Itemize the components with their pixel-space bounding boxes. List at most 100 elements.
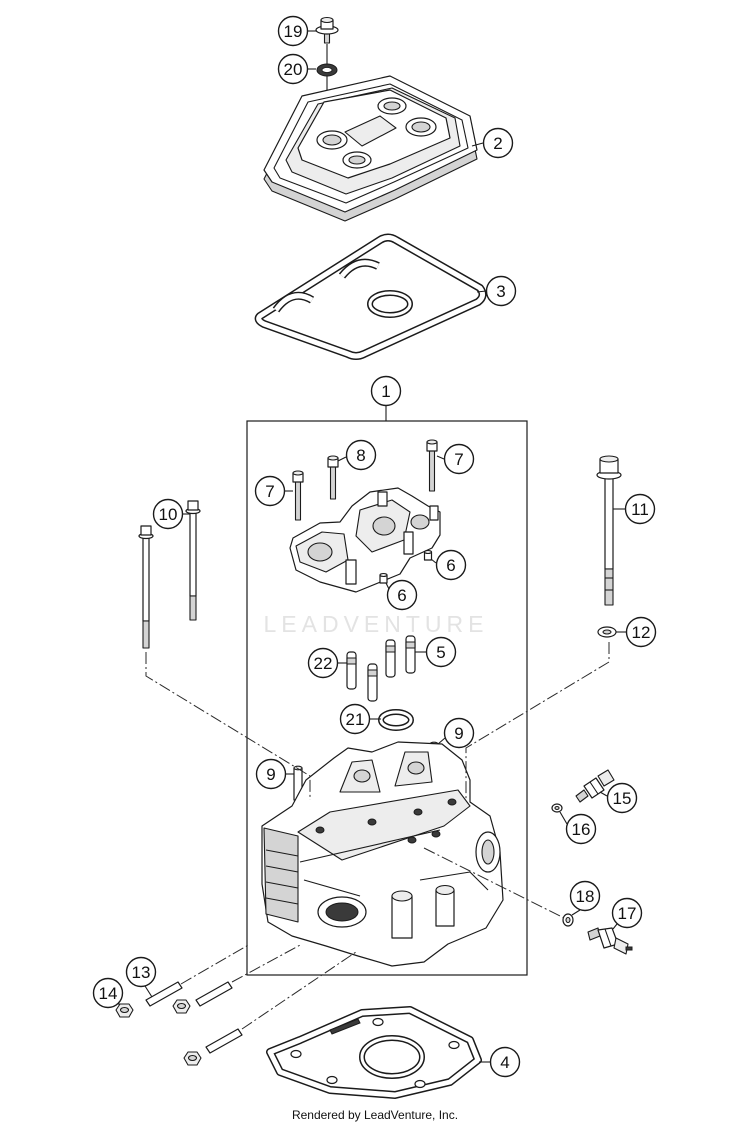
callout-14[interactable]: 14 <box>92 977 124 1009</box>
callout-circle <box>625 616 657 648</box>
sensor-hex-edge <box>589 781 599 795</box>
callout-7-right[interactable]: 7 <box>443 443 475 475</box>
cam-bore <box>353 769 371 783</box>
callout-6-lower[interactable]: 6 <box>386 579 418 611</box>
callout-7-left[interactable]: 7 <box>254 475 286 507</box>
callout-4[interactable]: 4 <box>489 1046 521 1078</box>
callout-number: 19 <box>284 22 303 41</box>
callout-9-right[interactable]: 9 <box>443 717 475 749</box>
callout-19[interactable]: 19 <box>277 15 309 47</box>
nut-hole <box>119 1006 130 1014</box>
deck-hole <box>367 818 377 826</box>
callout-2[interactable]: 2 <box>482 127 514 159</box>
callout-12[interactable]: 12 <box>625 616 657 648</box>
bolt-hole <box>372 1017 384 1027</box>
valve-boss-top <box>391 890 413 902</box>
bolt-head-top <box>320 16 334 24</box>
guide-collar <box>346 657 357 665</box>
callout-circle <box>370 375 402 407</box>
assembly-line-stud <box>231 943 303 983</box>
leader-line <box>612 923 618 930</box>
bolt-shank <box>604 476 614 570</box>
plug-hole <box>411 121 431 133</box>
callout-number: 7 <box>265 482 274 501</box>
studs-13 <box>145 981 243 1054</box>
callout-circle <box>254 475 286 507</box>
callout-number: 3 <box>496 282 505 301</box>
callout-9-left[interactable]: 9 <box>255 758 287 790</box>
gasket-channel <box>256 235 486 359</box>
callout-10[interactable]: 10 <box>152 498 184 530</box>
guide-collar <box>385 645 396 653</box>
callout-number: 13 <box>132 963 151 982</box>
bolt-7-left <box>292 470 304 521</box>
callout-number: 6 <box>397 586 406 605</box>
callout-number: 16 <box>572 820 591 839</box>
bolt-hole <box>448 1040 460 1050</box>
callout-16[interactable]: 16 <box>565 813 597 845</box>
o-ring-center <box>379 710 413 730</box>
plug-hole <box>348 155 366 165</box>
leader-line <box>471 142 484 147</box>
valve-boss <box>435 889 455 927</box>
flange-rib <box>265 881 299 889</box>
oil-slot <box>329 1018 361 1035</box>
nuts-14 <box>115 999 202 1066</box>
callout-number: 14 <box>99 984 118 1003</box>
callout-17[interactable]: 17 <box>611 897 643 929</box>
bearing-bore <box>307 542 333 562</box>
callout-circle <box>443 717 475 749</box>
callout-13[interactable]: 13 <box>125 956 157 988</box>
assembly-line-bolt-10 <box>145 652 311 800</box>
valve-guides-22 <box>346 651 378 702</box>
bolt-thread <box>604 568 614 606</box>
deck-hole <box>315 826 325 834</box>
callout-3[interactable]: 3 <box>485 275 517 307</box>
callout-circle <box>482 127 514 159</box>
callout-8[interactable]: 8 <box>345 439 377 471</box>
dowel-top <box>293 765 303 771</box>
callout-number: 20 <box>284 60 303 79</box>
callout-circle <box>125 956 157 988</box>
bolt-hole <box>414 1079 426 1089</box>
callout-number: 22 <box>314 654 333 673</box>
guide-collar <box>367 669 378 677</box>
assembly-line-bolt-11 <box>465 642 610 800</box>
coolant-bore <box>481 839 495 865</box>
callout-circle <box>565 813 597 845</box>
washer-12 <box>597 626 617 638</box>
callout-5[interactable]: 5 <box>425 636 457 668</box>
stud <box>195 981 233 1007</box>
callout-15[interactable]: 15 <box>606 782 638 814</box>
callout-circle <box>569 880 601 912</box>
callout-number: 8 <box>356 446 365 465</box>
o-ring-hole <box>554 805 560 811</box>
leader-line <box>144 985 153 998</box>
plug-hole <box>322 134 342 146</box>
o-ring-16 <box>551 803 563 813</box>
cover-gasket-3 <box>254 233 487 360</box>
gasket-arch-channel <box>340 260 380 278</box>
callout-18[interactable]: 18 <box>569 880 601 912</box>
callout-circle <box>606 782 638 814</box>
o-ring-21 <box>378 709 414 731</box>
callout-number: 18 <box>576 887 595 906</box>
callout-number: 2 <box>493 134 502 153</box>
callout-21[interactable]: 21 <box>339 703 371 735</box>
valve-boss <box>391 895 413 939</box>
callout-6-right[interactable]: 6 <box>435 549 467 581</box>
callout-circle <box>345 439 377 471</box>
callout-circle <box>339 703 371 735</box>
callout-22[interactable]: 22 <box>307 647 339 679</box>
deck-hole <box>447 798 457 806</box>
callout-number: 11 <box>631 500 649 519</box>
callout-11[interactable]: 11 <box>624 493 656 525</box>
flange-rib <box>265 865 299 873</box>
callout-20[interactable]: 20 <box>277 53 309 85</box>
callout-1[interactable]: 1 <box>370 375 402 407</box>
bolt-head <box>140 525 152 536</box>
dowel-6-lower <box>379 572 388 584</box>
sensor-connector <box>597 769 615 787</box>
bolt-8 <box>327 455 339 500</box>
leader-line <box>571 909 581 916</box>
